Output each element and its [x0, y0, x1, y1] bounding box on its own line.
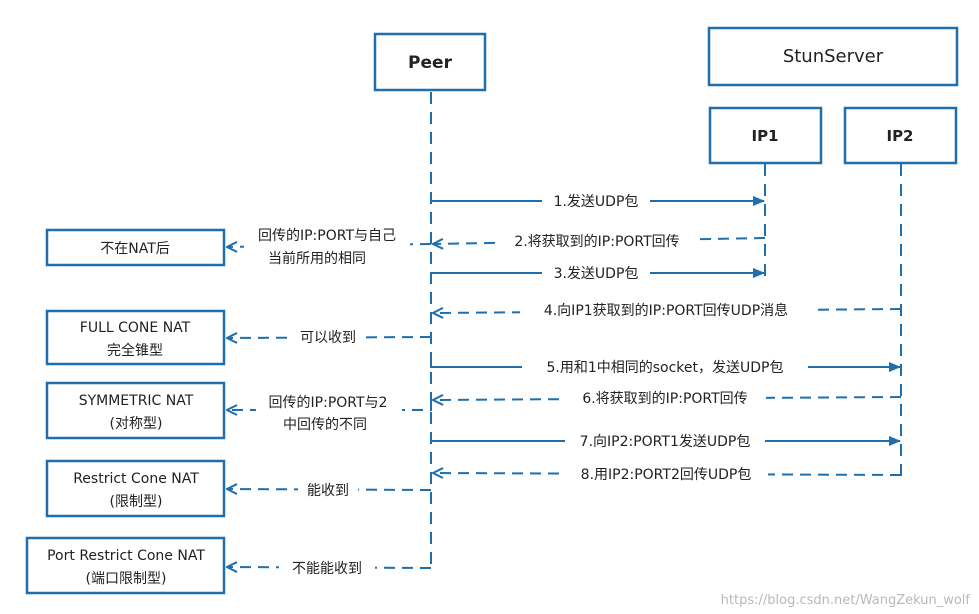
result-symmetric-nat-line2: (对称型) — [110, 416, 163, 432]
ip2-label: IP2 — [886, 127, 913, 145]
condition-4-label: 能收到 — [307, 483, 349, 499]
message-1: 1.发送UDP包 — [431, 191, 765, 211]
result-restrict-cone-nat-line1: Restrict Cone NAT — [73, 471, 199, 487]
condition-5-arrow — [227, 567, 432, 568]
message-7: 7.向IP2:PORT1发送UDP包 — [431, 431, 901, 451]
stun-server-box: StunServer — [707, 26, 959, 87]
message-1-label: 1.发送UDP包 — [554, 194, 639, 210]
message-4-label: 4.向IP1获取到的IP:PORT回传UDP消息 — [544, 302, 788, 319]
message-3-label: 3.发送UDP包 — [554, 266, 639, 282]
message-3: 3.发送UDP包 — [431, 263, 765, 283]
result-symmetric-nat: SYMMETRIC NAT (对称型) — [45, 381, 226, 440]
condition-3: 回传的IP:PORT与2 中回传的不同 — [227, 392, 432, 434]
result-port-restrict-cone-nat-line2: (端口限制型) — [86, 571, 167, 587]
message-5: 5.用和1中相同的socket，发送UDP包 — [430, 352, 901, 377]
result-port-restrict-cone-nat: Port Restrict Cone NAT (端口限制型) — [25, 536, 226, 595]
result-full-cone-nat-line1: FULL CONE NAT — [80, 320, 191, 336]
condition-3-line1: 回传的IP:PORT与2 — [269, 395, 388, 411]
condition-2-label: 可以收到 — [300, 330, 356, 346]
peer-box: Peer — [373, 32, 487, 92]
condition-2: 可以收到 — [227, 327, 432, 347]
condition-3-line2: 中回传的不同 — [283, 417, 367, 433]
condition-5-label: 不能能收到 — [292, 561, 362, 577]
ip1-box: IP1 — [708, 106, 823, 165]
message-2-label: 2.将获取到的IP:PORT回传 — [514, 234, 679, 250]
result-not-behind-nat-label: 不在NAT后 — [100, 241, 170, 257]
result-full-cone-nat-line2: 完全锥型 — [107, 342, 163, 359]
result-symmetric-nat-line1: SYMMETRIC NAT — [79, 393, 194, 409]
result-not-behind-nat: 不在NAT后 — [45, 228, 226, 267]
condition-4: 能收到 — [227, 480, 432, 500]
message-6: 6.将获取到的IP:PORT回传 — [433, 388, 902, 408]
result-restrict-cone-nat-line2: (限制型) — [110, 494, 163, 510]
result-port-restrict-cone-nat-line1: Port Restrict Cone NAT — [47, 548, 205, 564]
condition-1-line2: 当前所用的相同 — [268, 250, 366, 267]
ip1-label: IP1 — [751, 127, 778, 145]
message-4: 4.向IP1获取到的IP:PORT回传UDP消息 — [433, 300, 902, 320]
peer-label: Peer — [408, 53, 453, 73]
message-2: 2.将获取到的IP:PORT回传 — [433, 231, 766, 251]
result-restrict-cone-nat: Restrict Cone NAT (限制型) — [45, 459, 226, 518]
condition-2-arrow — [227, 337, 432, 338]
message-5-label: 5.用和1中相同的socket，发送UDP包 — [546, 360, 783, 376]
condition-1-line1: 回传的IP:PORT与自己 — [258, 228, 396, 244]
ip2-box: IP2 — [843, 106, 958, 165]
message-7-label: 7.向IP2:PORT1发送UDP包 — [580, 434, 751, 450]
condition-5: 不能能收到 — [227, 558, 432, 578]
message-8: 8.用IP2:PORT2回传UDP包 — [433, 464, 902, 484]
message-8-label: 8.用IP2:PORT2回传UDP包 — [581, 467, 752, 483]
condition-4-arrow — [227, 489, 432, 490]
message-6-label: 6.将获取到的IP:PORT回传 — [582, 391, 747, 407]
watermark-text: https://blog.csdn.net/WangZekun_wolf — [721, 593, 971, 608]
stun-server-label: StunServer — [783, 46, 884, 67]
condition-1: 回传的IP:PORT与自己 当前所用的相同 — [227, 225, 432, 269]
result-full-cone-nat: FULL CONE NAT 完全锥型 — [45, 309, 226, 366]
